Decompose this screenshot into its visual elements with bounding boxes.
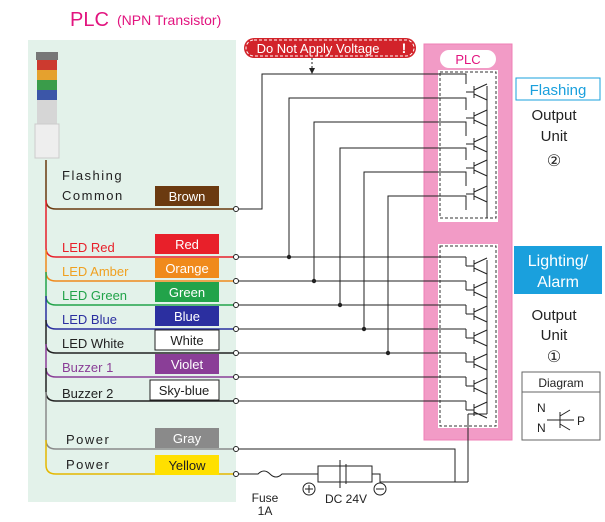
lighting-unit-text: Unit: [541, 327, 569, 344]
wire-label-led-blue: LED Blue: [62, 312, 117, 327]
legend-n1: N: [537, 401, 546, 415]
fuse-label: Fuse: [252, 491, 279, 505]
tag-violet: Violet: [171, 357, 204, 372]
wire-label-buzzer-1: Buzzer 1: [62, 360, 113, 375]
lighting-unit-box: [439, 245, 497, 427]
tag-red: Red: [175, 237, 199, 252]
legend-title: Diagram: [538, 376, 583, 390]
flashing-unit-text: Unit: [541, 128, 569, 145]
flashing-unit-number: ②: [547, 153, 561, 170]
fuse-rating: 1A: [258, 504, 273, 518]
tag-white: White: [170, 333, 203, 348]
wire-label-common: Common: [62, 188, 124, 203]
wire-label-power-gray: Power: [66, 432, 110, 447]
tag-sky-blue: Sky-blue: [159, 383, 210, 398]
power-circuit: [236, 460, 468, 488]
lighting-badge-line2: Alarm: [537, 274, 579, 291]
cable-bundle: [45, 160, 236, 475]
legend-p: P: [577, 414, 585, 428]
plc-label: PLC: [455, 52, 480, 67]
tag-brown: Brown: [169, 189, 206, 204]
legend-diagram: Diagram N N P: [521, 371, 601, 441]
tag-yellow: Yellow: [168, 458, 206, 473]
junction-dots: [286, 254, 391, 356]
warning-text: Do Not Apply Voltage: [257, 41, 380, 56]
wire-label-power-yellow: Power: [66, 457, 110, 472]
lighting-output-text: Output: [531, 307, 577, 324]
wire-label-flashing: Flashing: [62, 168, 123, 183]
tag-green: Green: [169, 285, 205, 300]
terminal-circles: [233, 206, 239, 477]
tag-orange: Orange: [165, 261, 208, 276]
lighting-transistors: [465, 257, 488, 419]
plc-label-box: [440, 50, 496, 68]
warning-bubble: Do Not Apply Voltage !: [244, 38, 416, 74]
flashing-transistors: [466, 83, 488, 203]
plus-terminal-icon: [302, 482, 316, 496]
wire-label-led-red: LED Red: [62, 240, 115, 255]
lighting-badge-line1: Lighting/: [528, 253, 589, 270]
wire-label-led-white: LED White: [62, 336, 124, 351]
page-title: PLC: [70, 9, 109, 31]
wire-label-buzzer-2: Buzzer 2: [62, 386, 113, 401]
npn-transistor-icon: [547, 409, 574, 431]
plc-frame: [424, 44, 512, 440]
page-subtitle: (NPN Transistor): [117, 12, 221, 28]
legend-n2: N: [537, 421, 546, 435]
signal-tower-icon: [34, 52, 60, 159]
tag-blue: Blue: [174, 309, 200, 324]
warning-icon: !: [402, 40, 407, 56]
dc-label: DC 24V: [325, 492, 367, 506]
flashing-badge: Flashing: [530, 82, 587, 99]
wire-label-led-amber: LED Amber: [62, 264, 129, 279]
flashing-wires: [236, 73, 467, 353]
wire-label-led-green: LED Green: [62, 288, 127, 303]
flashing-output-text: Output: [531, 107, 577, 124]
lighting-unit-number: ①: [547, 349, 561, 366]
tag-gray: Gray: [173, 431, 202, 446]
minus-terminal-icon: [373, 482, 387, 496]
